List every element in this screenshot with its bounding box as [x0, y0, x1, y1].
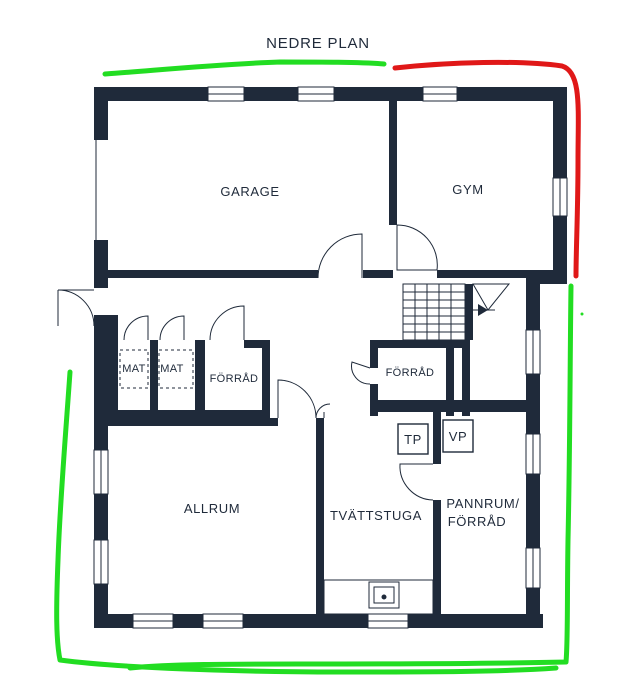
tp-box	[397, 423, 429, 455]
room-label-garage: GARAGE	[220, 184, 279, 199]
mat-cabinets	[119, 349, 194, 389]
label-tp: TP	[404, 432, 422, 447]
appliances	[397, 419, 474, 455]
annotation-strokes	[54, 59, 584, 675]
red-stroke	[392, 59, 581, 279]
interior-walls	[108, 101, 553, 628]
room-label-pannrum-line1: PANNRUM/	[446, 496, 519, 511]
room-label-tvattstuga: TVÄTTSTUGA	[330, 508, 422, 523]
room-label-forrad-2: FÖRRÅD	[386, 366, 435, 379]
room-label-mat-1: MAT	[122, 363, 146, 375]
outer-walls	[94, 87, 567, 628]
staircase	[402, 283, 511, 376]
label-vp: VP	[449, 429, 468, 444]
room-label-gym: GYM	[452, 182, 483, 197]
room-label-allrum: ALLRUM	[184, 501, 240, 516]
windows	[93, 86, 568, 629]
room-label-pannrum-line2: FÖRRÅD	[448, 514, 507, 529]
plan-title: NEDRE PLAN	[266, 35, 370, 52]
room-label-forrad-1: FÖRRÅD	[210, 372, 259, 385]
vp-box	[442, 419, 474, 453]
green-left-stroke	[54, 369, 559, 675]
green-dot	[580, 312, 584, 316]
green-perimeter-stroke	[127, 283, 574, 671]
door-swings	[57, 224, 438, 501]
sink	[323, 579, 434, 615]
room-label-mat-2: MAT	[160, 363, 184, 375]
green-top-stroke	[102, 59, 387, 77]
